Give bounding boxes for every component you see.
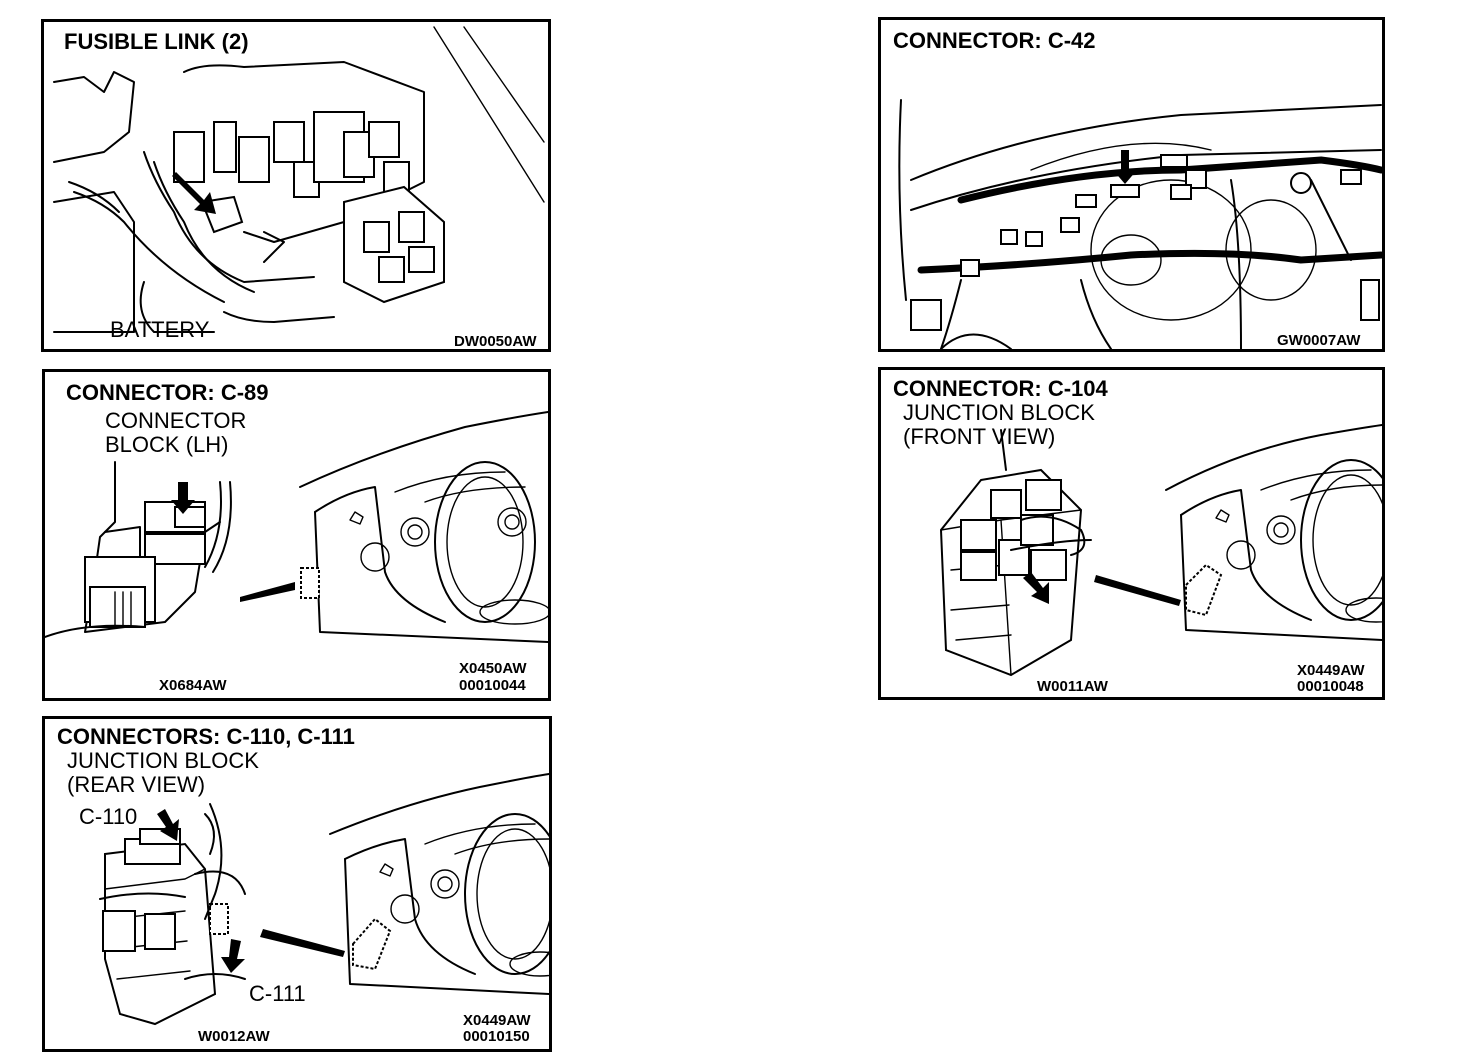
figure-code: GW0007AW	[1277, 332, 1361, 349]
connector-block-label-line1: CONNECTOR	[105, 408, 247, 433]
figure-code-left: W0011AW	[1037, 678, 1108, 695]
arrow-pointer-icon	[221, 939, 245, 973]
figure-code-number: 00010044	[459, 677, 526, 694]
panel-title: CONNECTOR: C-42	[893, 28, 1096, 53]
front-view-label: (FRONT VIEW)	[903, 424, 1056, 449]
panel-connector-c89: CONNECTOR: C-89 CONNECTOR BLOCK (LH) X06…	[42, 369, 551, 701]
arrow-pointer-icon	[171, 482, 195, 514]
figure-code-right: X0449AW	[463, 1012, 531, 1029]
junction-block-label: JUNCTION BLOCK	[903, 400, 1095, 425]
rear-view-label: (REAR VIEW)	[67, 772, 206, 797]
arrow-pointer-icon	[172, 172, 216, 214]
figure-code-number: 00010150	[463, 1028, 530, 1045]
figure-code-number: 00010048	[1297, 678, 1364, 695]
battery-label: BATTERY	[110, 317, 210, 342]
junction-block-illustration	[99, 803, 246, 1026]
arrow-pointer-icon	[157, 809, 179, 841]
figure-code: DW0050AW	[454, 333, 537, 350]
panel-connector-c104: CONNECTOR: C-104 JUNCTION BLOCK (FRONT V…	[878, 367, 1385, 700]
c110-label: C-110	[79, 804, 138, 829]
connector-block-label-line2: BLOCK (LH)	[105, 432, 229, 457]
panel-connectors-c110-c111: CONNECTORS: C-110, C-111 JUNCTION BLOCK …	[42, 716, 552, 1052]
instrument-panel-illustration	[1094, 424, 1382, 641]
figure-code-left: W0012AW	[198, 1028, 270, 1045]
junction-block-label: JUNCTION BLOCK	[67, 748, 259, 773]
panel-title: CONNECTORS: C-110, C-111	[57, 724, 355, 749]
figure-code-right: X0450AW	[459, 660, 527, 677]
panel-title: FUSIBLE LINK (2)	[64, 29, 249, 54]
figure-code-left: X0684AW	[159, 677, 227, 694]
engine-bay-fuse-box-illustration	[53, 26, 545, 333]
panel-title: CONNECTOR: C-104	[893, 376, 1108, 401]
junction-block-illustration	[939, 429, 1092, 677]
c111-label: C-111	[249, 981, 306, 1006]
instrument-panel-illustration	[240, 411, 548, 643]
instrument-panel-illustration	[260, 773, 549, 995]
panel-fusible-link: FUSIBLE LINK (2) BATTERY DW0050AW	[41, 19, 551, 352]
panel-connector-c42: CONNECTOR: C-42 GW0007AW	[878, 17, 1385, 352]
figure-code-right: X0449AW	[1297, 662, 1365, 679]
panel-title: CONNECTOR: C-89	[66, 380, 269, 405]
dashboard-wiring-illustration	[898, 99, 1382, 349]
arrow-pointer-icon	[1113, 150, 1137, 184]
arrow-pointer-icon	[1023, 572, 1049, 604]
connector-block-illustration	[45, 461, 232, 638]
